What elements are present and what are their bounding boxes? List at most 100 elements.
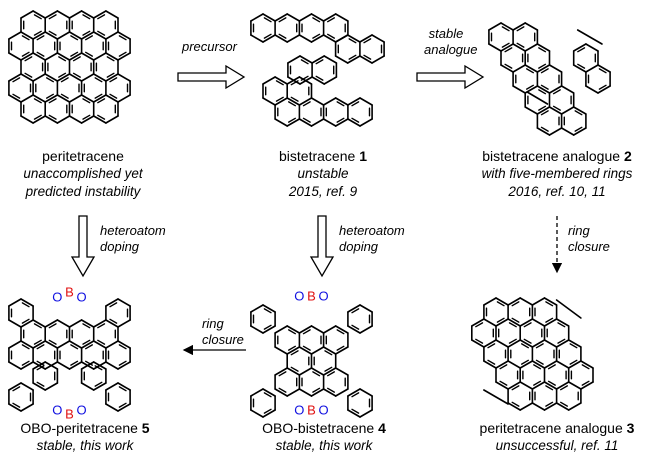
bond [274, 13, 289, 22]
bond [572, 106, 587, 115]
bond [56, 10, 71, 19]
ring-closure-label-right: ring closure [568, 223, 610, 255]
double-bond [24, 56, 33, 62]
double-bond [118, 344, 127, 350]
bond [105, 403, 119, 412]
bond [298, 76, 313, 85]
bond [572, 127, 587, 136]
double-bond [106, 56, 115, 62]
double-bond [504, 63, 513, 69]
bond [262, 13, 276, 22]
double-bond [336, 117, 345, 123]
double-bond [499, 380, 508, 386]
double-bond [82, 114, 91, 120]
bond [80, 340, 95, 349]
double-bond [288, 117, 296, 123]
double-bond [290, 96, 299, 102]
double-bond [526, 84, 534, 90]
bond [507, 402, 522, 411]
double-bond [97, 339, 106, 345]
bond [32, 115, 47, 124]
bond [20, 115, 34, 124]
double-bond [94, 365, 103, 371]
bond [334, 97, 349, 106]
bond [92, 382, 107, 391]
bond [262, 97, 276, 106]
bond [483, 297, 497, 306]
double-bond [278, 387, 287, 393]
double-bond [33, 14, 42, 20]
double-bond [70, 360, 79, 366]
bond [359, 304, 373, 313]
bond [334, 325, 349, 334]
bond [44, 94, 59, 103]
double-bond [21, 344, 30, 350]
bond [68, 31, 83, 40]
double-bond [48, 323, 57, 329]
bond [512, 22, 527, 31]
double-bond [540, 84, 549, 90]
bond [20, 73, 34, 82]
bond [322, 325, 337, 334]
bond [524, 64, 539, 73]
bond [334, 118, 349, 127]
double-bond [94, 381, 103, 387]
bond [250, 304, 264, 313]
bond [286, 367, 301, 376]
bond [262, 325, 276, 334]
bond [334, 13, 349, 22]
bond [32, 52, 47, 61]
bond [580, 381, 594, 390]
double-bond [97, 30, 106, 36]
bond [500, 22, 514, 31]
double-bond [97, 323, 106, 329]
bond [560, 127, 575, 136]
bond [536, 106, 551, 115]
bond [44, 115, 59, 124]
bond [8, 319, 22, 328]
double-bond [547, 380, 556, 386]
doping-left-line2: doping [100, 239, 140, 254]
bond [359, 97, 373, 106]
bond [32, 10, 47, 19]
double-bond [569, 343, 578, 349]
boron-atom-bg [62, 285, 76, 299]
bond [298, 118, 313, 127]
double-bond [521, 343, 529, 349]
five-ring-bond [483, 389, 509, 405]
precursor-arrow [177, 64, 246, 90]
double-bond [36, 344, 45, 350]
bond [56, 115, 71, 124]
boron-atom: B [65, 285, 74, 300]
bond [519, 339, 534, 348]
bond [483, 360, 497, 369]
bond [274, 118, 289, 127]
double-bond [21, 302, 30, 308]
bond [44, 73, 59, 82]
bond [44, 319, 59, 328]
double-bond [48, 98, 57, 104]
double-bond [94, 93, 103, 99]
molecule-name: peritetracene analogue [479, 420, 623, 436]
double-bond [560, 385, 568, 391]
double-bond [351, 392, 360, 398]
bond [500, 64, 514, 73]
bond [20, 340, 34, 349]
bond [519, 381, 534, 390]
bond [519, 360, 534, 369]
molecule-name: OBO-peritetracene [20, 420, 138, 436]
bond [524, 22, 539, 31]
double-bond [351, 408, 360, 414]
double-bond [109, 93, 118, 99]
bond [262, 76, 276, 85]
bond [44, 52, 59, 61]
bond [92, 52, 107, 61]
bond [8, 52, 22, 61]
bond [531, 360, 546, 369]
double-bond [574, 126, 583, 132]
bond [117, 31, 131, 40]
bond [572, 43, 587, 52]
double-bond [84, 360, 94, 366]
double-bond [70, 35, 79, 41]
